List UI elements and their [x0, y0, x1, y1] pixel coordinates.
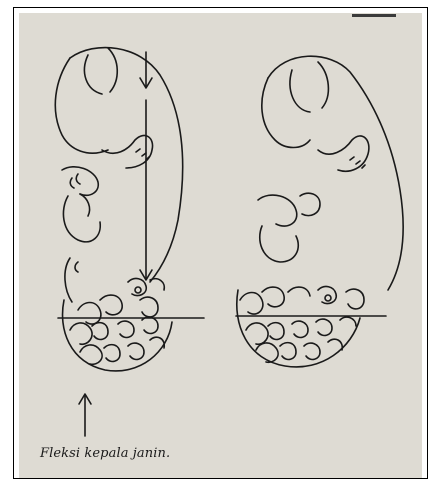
right-fetus-illustration: [236, 56, 403, 367]
figure-caption: Fleksi kepala janin.: [40, 446, 170, 461]
left-fetus-illustration: [55, 48, 204, 371]
left-arrows: [79, 52, 152, 436]
